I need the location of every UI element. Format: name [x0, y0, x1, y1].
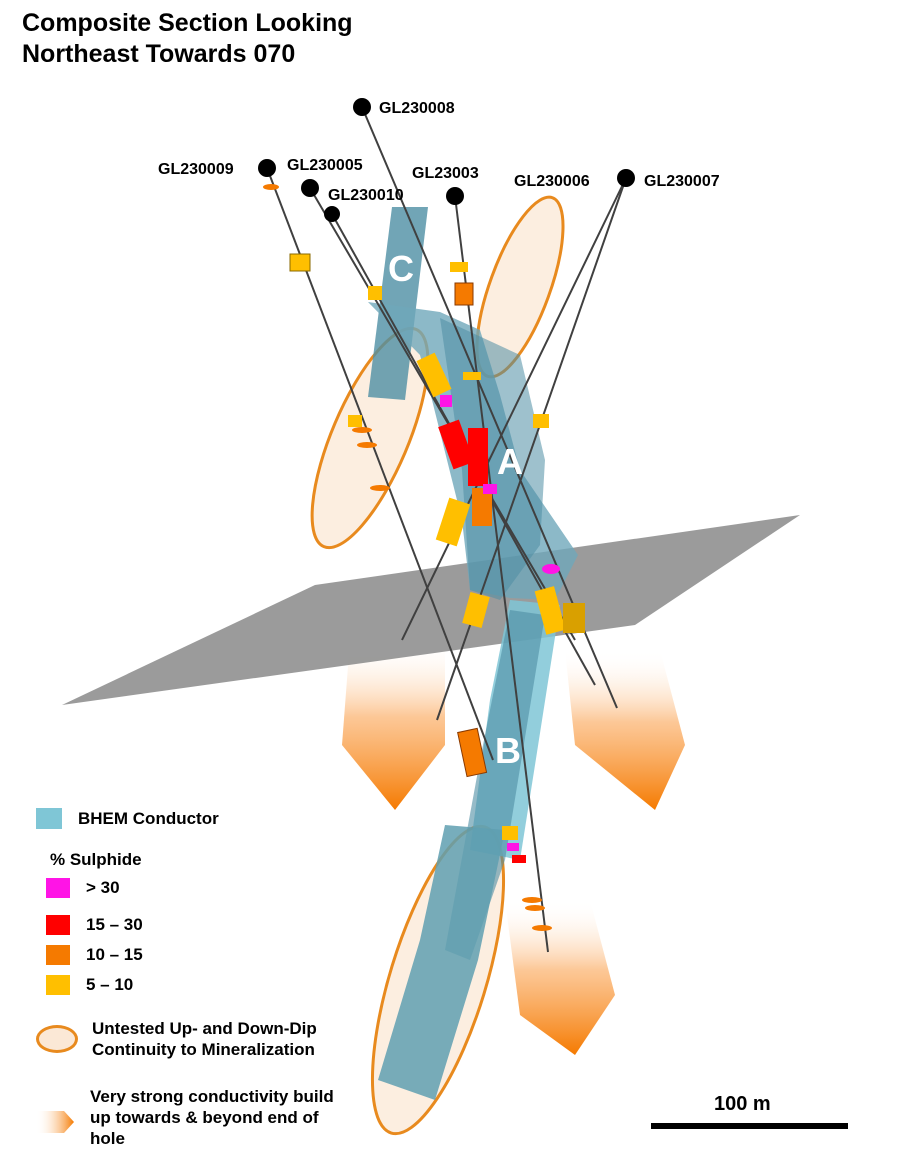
intercept-orange — [525, 905, 545, 911]
intercept-yellow — [450, 262, 468, 272]
collar-gl230009[interactable] — [258, 159, 276, 177]
intercept-magenta — [507, 843, 519, 851]
legend-sulphide-title-text: % Sulphide — [50, 850, 142, 869]
intercept-magenta — [483, 484, 497, 494]
intercept-orange — [457, 727, 488, 778]
legend-class-4-label: 5 – 10 — [86, 975, 134, 994]
intercept-orange — [357, 442, 377, 448]
bhem-conductor-plates — [368, 207, 578, 1100]
legend-conductivity-swatch — [36, 1111, 74, 1133]
legend-conductivity: Very strong conductivity build up toward… — [36, 1086, 355, 1149]
conductivity-arrow-lower — [505, 900, 615, 1055]
legend-class-1-label: > 30 — [86, 878, 120, 897]
label-gl230010: GL230010 — [328, 187, 404, 204]
legend-conductor: BHEM Conductor — [36, 808, 219, 829]
legend-untested-swatch — [36, 1025, 78, 1053]
collar-gl230010[interactable] — [324, 206, 340, 222]
intercept-orange — [370, 485, 390, 491]
legend-conductor-swatch — [36, 808, 62, 829]
intercept-yellow — [368, 286, 382, 300]
label-gl230005: GL230005 — [287, 157, 363, 174]
intercept-orange — [522, 897, 542, 903]
intercept-yellow — [534, 586, 566, 635]
legend-class-3: 10 – 15 — [46, 944, 143, 965]
intercept-yellow — [462, 591, 490, 629]
intercept-orange — [454, 282, 474, 306]
intercept-yellow — [435, 497, 471, 547]
intercept-orange — [263, 184, 279, 190]
label-gl23003: GL23003 — [412, 165, 479, 182]
conductor-plate-c — [368, 207, 428, 400]
label-gl230007: GL230007 — [644, 173, 720, 190]
intercept-magenta — [440, 395, 452, 407]
label-gl230008: GL230008 — [379, 100, 455, 117]
title-line-1: Composite Section Looking — [22, 9, 353, 37]
scale-bar — [651, 1123, 848, 1129]
collar-gl230005[interactable] — [301, 179, 319, 197]
legend-untested-label: Untested Up- and Down-Dip Continuity to … — [92, 1019, 317, 1059]
label-gl230009: GL230009 — [158, 161, 234, 178]
collar-gl230007[interactable] — [617, 169, 635, 187]
conductivity-arrows — [342, 640, 685, 1055]
label-gl230006: GL230006 — [514, 173, 590, 190]
legend-class-4-swatch — [46, 974, 70, 995]
zone-label-b: B — [495, 730, 521, 771]
legend-class-2: 15 – 30 — [46, 914, 143, 935]
trace-gl230005 — [309, 187, 576, 641]
legend-conductivity-label: Very strong conductivity build up toward… — [90, 1087, 334, 1148]
intercept-orange — [472, 488, 492, 526]
scale-bar-label: 100 m — [714, 1093, 771, 1115]
legend-conductor-label: BHEM Conductor — [78, 809, 219, 828]
zone-labels: C A B — [388, 248, 523, 771]
intercept-orange — [532, 925, 552, 931]
collar-markers — [258, 98, 635, 222]
conductivity-arrow-mid-right — [565, 650, 685, 810]
title-line-2: Northeast Towards 070 — [22, 40, 296, 68]
intercept-red — [468, 428, 488, 486]
intercept-magenta — [542, 564, 560, 574]
legend-class-1: > 30 — [46, 877, 120, 898]
zone-label-c: C — [388, 248, 414, 289]
legend-class-3-label: 10 – 15 — [86, 945, 143, 964]
intercept-red — [438, 419, 475, 470]
trace-gl230006-a — [401, 177, 627, 641]
legend-class-1-swatch — [46, 877, 70, 898]
intercept-yellow — [502, 826, 518, 840]
zone-label-a: A — [497, 441, 523, 482]
conductivity-arrow-left — [342, 640, 445, 810]
trace-gl23003 — [454, 195, 549, 953]
legend-class-2-label: 15 – 30 — [86, 915, 143, 934]
collar-gl230008[interactable] — [353, 98, 371, 116]
trace-gl230006-b — [436, 177, 627, 721]
intercept-yellow — [533, 414, 549, 428]
intercept-yellow — [563, 603, 585, 633]
intercept-yellow — [463, 372, 481, 380]
intercept-yellow — [289, 253, 311, 272]
intercept-orange — [352, 427, 372, 433]
hole-labels: GL230008 GL230009 GL230005 GL230010 GL23… — [158, 100, 720, 204]
legend-class-4: 5 – 10 — [46, 974, 133, 995]
legend-class-3-swatch — [46, 944, 70, 965]
figure-title: Composite Section Looking Northeast Towa… — [22, 8, 353, 70]
horizontal-plane — [62, 515, 800, 705]
conductor-plate-a-back — [440, 318, 545, 600]
legend-sulphide-title: % Sulphide — [50, 849, 142, 870]
conductor-plate-b-lower — [378, 825, 505, 1100]
intercept-red — [512, 855, 526, 863]
legend-class-2-swatch — [46, 914, 70, 935]
legend-untested: Untested Up- and Down-Dip Continuity to … — [36, 1018, 362, 1060]
intercept-yellow — [348, 415, 362, 427]
sulphide-intercepts — [263, 184, 585, 931]
intercept-yellow — [416, 352, 452, 398]
collar-gl23003[interactable] — [446, 187, 464, 205]
